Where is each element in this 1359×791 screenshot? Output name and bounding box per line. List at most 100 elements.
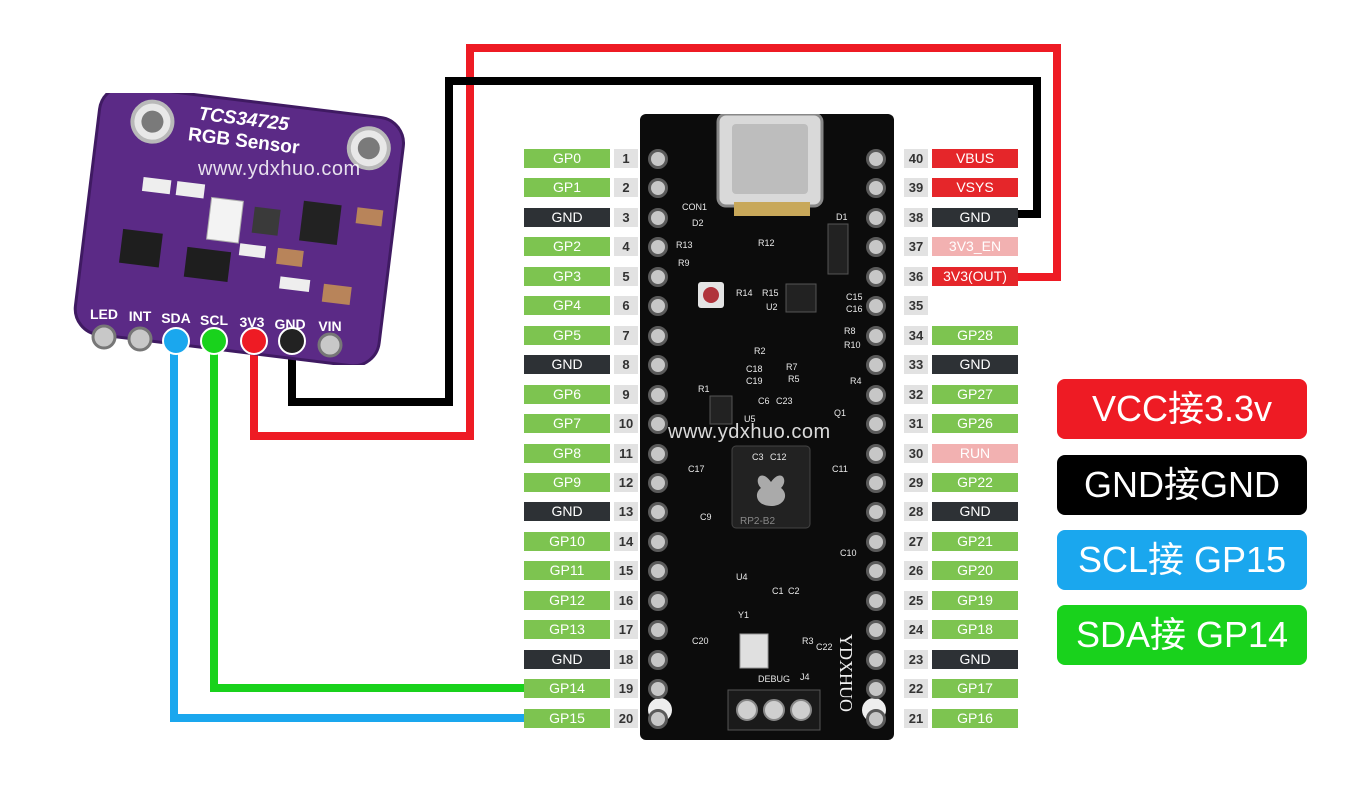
silk-c9: C9 <box>700 512 712 522</box>
silk-d1: D1 <box>836 212 848 222</box>
silk-c2: C2 <box>788 586 800 596</box>
header-hole <box>648 385 668 405</box>
sensor-pad-led <box>91 324 117 350</box>
header-hole <box>866 208 886 228</box>
header-hole <box>866 561 886 581</box>
left-pin-label: GP2 <box>524 237 610 256</box>
right-pin-label <box>932 296 1018 315</box>
header-hole <box>648 267 668 287</box>
right-pin-number: 21 <box>904 709 928 728</box>
sda-wire <box>210 341 525 692</box>
left-pin-label: GP11 <box>524 561 610 580</box>
left-pin-label: GP15 <box>524 709 610 728</box>
header-hole <box>866 532 886 552</box>
silk-r5: R5 <box>788 374 800 384</box>
header-hole <box>648 208 668 228</box>
right-pin-number: 26 <box>904 561 928 580</box>
left-pin-number: 4 <box>614 237 638 256</box>
header-hole <box>866 326 886 346</box>
sensor-pad-3v3 <box>240 327 268 355</box>
header-hole <box>866 267 886 287</box>
right-pin-label: GND <box>932 208 1018 227</box>
right-pin-label: GND <box>932 502 1018 521</box>
header-hole <box>648 473 668 493</box>
header-hole <box>648 650 668 670</box>
silk-r1: R1 <box>698 384 710 394</box>
left-pin-number: 14 <box>614 532 638 551</box>
left-pin-number: 13 <box>614 502 638 521</box>
sensor-pin-label-3v3: 3V3 <box>240 314 265 330</box>
right-pin-label: GP17 <box>932 679 1018 698</box>
right-pin-label: GP18 <box>932 620 1018 639</box>
header-hole <box>866 149 886 169</box>
legend-scl: SCL接 GP15 <box>1057 530 1307 590</box>
left-pin-number: 6 <box>614 296 638 315</box>
silk-d2: D2 <box>692 218 704 228</box>
left-pin-label: GP13 <box>524 620 610 639</box>
right-pin-label: GP27 <box>932 385 1018 404</box>
sensor-pin-label-scl: SCL <box>200 312 228 328</box>
board-brand: YDXHUO <box>836 634 856 712</box>
header-hole <box>648 679 668 699</box>
left-pin-label: GND <box>524 208 610 227</box>
sensor-pad-sda <box>162 327 190 355</box>
right-pin-number: 27 <box>904 532 928 551</box>
scl-wire <box>170 341 525 722</box>
silk-u2: U2 <box>766 302 778 312</box>
right-pin-label: 3V3_EN <box>932 237 1018 256</box>
right-pin-number: 35 <box>904 296 928 315</box>
left-pin-number: 15 <box>614 561 638 580</box>
right-pin-number: 24 <box>904 620 928 639</box>
silk-c15: C15 <box>846 292 863 302</box>
silk-r15: R15 <box>762 288 779 298</box>
silk-r12: R12 <box>758 238 775 248</box>
right-pin-label: GP21 <box>932 532 1018 551</box>
header-hole <box>866 679 886 699</box>
silk-c6: C6 <box>758 396 770 406</box>
header-hole <box>866 355 886 375</box>
sensor-pad-int <box>127 326 153 352</box>
watermark-sensor: www.ydxhuo.com <box>198 158 361 180</box>
left-pin-label: GP12 <box>524 591 610 610</box>
header-hole <box>648 444 668 464</box>
right-pin-number: 40 <box>904 149 928 168</box>
left-pin-number: 19 <box>614 679 638 698</box>
left-pin-number: 10 <box>614 414 638 433</box>
silk-r9: R9 <box>678 258 690 268</box>
silk-r3: R3 <box>802 636 814 646</box>
silk-r7: R7 <box>786 362 798 372</box>
header-hole <box>648 502 668 522</box>
sensor-pad-gnd <box>278 327 306 355</box>
header-hole <box>866 620 886 640</box>
silk-r2: R2 <box>754 346 766 356</box>
left-pin-number: 8 <box>614 355 638 374</box>
sensor-pin-label-led: LED <box>90 306 118 322</box>
silk-c23: C23 <box>776 396 793 406</box>
vcc-wire <box>250 44 1061 440</box>
right-pin-number: 34 <box>904 326 928 345</box>
left-pin-label: GP8 <box>524 444 610 463</box>
left-pin-number: 16 <box>614 591 638 610</box>
header-hole <box>648 532 668 552</box>
sensor-pin-label-gnd: GND <box>274 316 305 332</box>
gnd-wire <box>288 77 1041 406</box>
header-hole <box>648 709 668 729</box>
tcs34725-sensor-module: TCS34725 RGB Sensor LED INT SDA SCL 3V3 … <box>73 93 405 365</box>
left-pin-label: GP10 <box>524 532 610 551</box>
silk-c17: C17 <box>688 464 705 474</box>
legend-vcc: VCC接3.3v <box>1057 379 1307 439</box>
left-pin-label: GP1 <box>524 178 610 197</box>
header-hole <box>648 414 668 434</box>
header-hole <box>866 709 886 729</box>
left-pin-label: GP7 <box>524 414 610 433</box>
right-pin-label: GP22 <box>932 473 1018 492</box>
left-pin-number: 11 <box>614 444 638 463</box>
right-pin-number: 22 <box>904 679 928 698</box>
left-pin-label: GP3 <box>524 267 610 286</box>
header-hole <box>648 237 668 257</box>
header-hole <box>648 149 668 169</box>
header-hole <box>866 444 886 464</box>
silk-c1: C1 <box>772 586 784 596</box>
left-pin-label: GND <box>524 355 610 374</box>
sensor-pad-scl <box>200 327 228 355</box>
